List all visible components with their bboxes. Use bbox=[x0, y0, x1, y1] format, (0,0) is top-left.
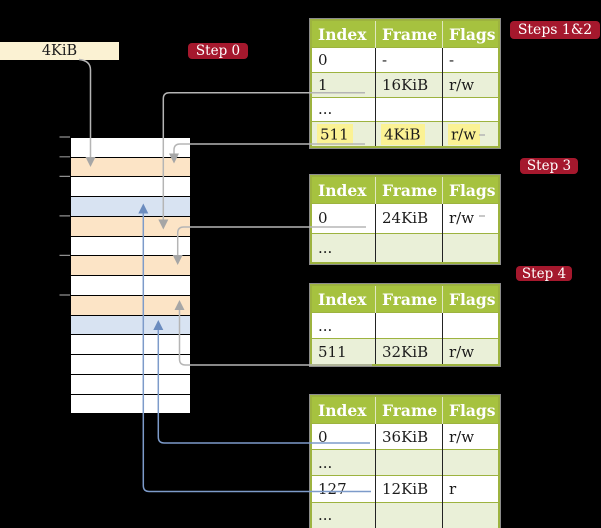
stack-cell-empty bbox=[71, 394, 190, 414]
cell-flags: r bbox=[442, 475, 499, 503]
cell-index: 0 bbox=[318, 209, 328, 228]
col-header-index: Index bbox=[311, 20, 376, 48]
stack-cell-empty bbox=[71, 236, 190, 257]
highlight: r/w bbox=[448, 123, 481, 145]
table-row: 0 - - bbox=[311, 47, 499, 73]
col-header-frame: Frame bbox=[375, 396, 443, 424]
stack-cell-table-frame bbox=[71, 157, 190, 178]
stack-cell-mapped-page bbox=[71, 197, 190, 217]
table-row: ... bbox=[311, 449, 499, 476]
cell-frame: 32KiB bbox=[375, 338, 443, 366]
cell-frame bbox=[375, 97, 443, 122]
cell-index: 511 bbox=[318, 342, 347, 361]
table-row: 511 32KiB r/w bbox=[311, 338, 499, 366]
col-header-index: Index bbox=[311, 285, 376, 313]
page-size-label: 4KiB bbox=[41, 43, 78, 59]
cell-index: ... bbox=[318, 100, 333, 119]
table-row: ... bbox=[311, 312, 499, 339]
table-row-highlighted: 511 4KiB r/w bbox=[311, 121, 499, 148]
col-header-index: Index bbox=[311, 396, 376, 424]
table-header-row: Index Frame Flags bbox=[311, 285, 499, 313]
table-row: ... bbox=[311, 97, 499, 122]
cell-frame: 4KiB bbox=[375, 121, 443, 148]
cell-frame bbox=[375, 449, 443, 476]
stack-cell-table-frame bbox=[71, 216, 190, 237]
table-row: 127 12KiB r bbox=[311, 475, 499, 503]
table-row: 0 24KiB r/w bbox=[311, 203, 499, 233]
table-header-row: Index Frame Flags bbox=[311, 396, 499, 424]
page-size-label-box: 4KiB bbox=[0, 42, 119, 60]
cell-frame: 24KiB bbox=[375, 203, 443, 233]
cell-flags bbox=[442, 97, 499, 122]
stack-cell-empty bbox=[71, 138, 190, 158]
cell-flags bbox=[442, 449, 499, 476]
col-header-frame: Frame bbox=[375, 20, 443, 48]
cell-frame: - bbox=[375, 47, 443, 73]
col-header-frame: Frame bbox=[375, 176, 443, 204]
badge-step-0: Step 0 bbox=[188, 43, 248, 59]
badge-step-4: Step 4 bbox=[516, 266, 572, 282]
cell-index: 127 bbox=[318, 479, 347, 498]
cell-flags: r/w bbox=[442, 423, 499, 450]
page-table-steps-1-2: Index Frame Flags 0 - - 1 16KiB r/w ... … bbox=[309, 17, 501, 150]
cell-index: ... bbox=[318, 316, 333, 335]
stack-scale-ticks bbox=[59, 136, 70, 296]
col-header-flags: Flags bbox=[442, 20, 499, 48]
badge-steps-1-2: Steps 1&2 bbox=[510, 21, 600, 39]
stack-cell-empty bbox=[71, 177, 190, 198]
cell-index: 0 bbox=[318, 427, 328, 446]
col-header-index: Index bbox=[311, 176, 376, 204]
stack-cell-empty bbox=[71, 355, 190, 375]
cell-frame: 36KiB bbox=[375, 423, 443, 450]
highlight: 4KiB bbox=[381, 123, 425, 145]
stack-cell-empty bbox=[71, 276, 190, 296]
table-header-row: Index Frame Flags bbox=[311, 20, 499, 48]
cell-flags: r/w bbox=[442, 338, 499, 366]
col-header-flags: Flags bbox=[442, 396, 499, 424]
cell-flags bbox=[442, 312, 499, 339]
cell-flags: r/w bbox=[442, 121, 499, 148]
stack-cell-mapped-page bbox=[71, 315, 190, 336]
stack-cell-empty bbox=[71, 335, 190, 356]
badge-step-3: Step 3 bbox=[520, 158, 578, 174]
cell-frame: 12KiB bbox=[375, 475, 443, 503]
table-row: 0 36KiB r/w bbox=[311, 423, 499, 450]
cell-flags: r/w bbox=[442, 203, 499, 233]
highlight: 511 bbox=[317, 123, 353, 145]
cell-frame bbox=[375, 312, 443, 339]
stack-cell-table-frame bbox=[71, 295, 190, 316]
memory-stack bbox=[70, 137, 191, 415]
cell-frame bbox=[375, 502, 443, 528]
table-row: ... bbox=[311, 502, 499, 528]
cell-index: ... bbox=[318, 238, 333, 257]
cell-frame: 16KiB bbox=[375, 72, 443, 98]
cell-index: 1 bbox=[318, 75, 328, 94]
table-row: 1 16KiB r/w bbox=[311, 72, 499, 98]
cell-index: 0 bbox=[318, 50, 328, 69]
table-header-row: Index Frame Flags bbox=[311, 176, 499, 204]
cell-frame bbox=[375, 233, 443, 263]
cell-flags: - bbox=[442, 47, 499, 73]
page-table-step-4-lower: Index Frame Flags 0 36KiB r/w ... 127 12… bbox=[309, 394, 501, 528]
page-table-step-4-upper: Index Frame Flags ... 511 32KiB r/w bbox=[309, 282, 501, 368]
col-header-flags: Flags bbox=[442, 285, 499, 313]
stack-cell-table-frame bbox=[71, 256, 190, 277]
stack-cell-empty bbox=[71, 374, 190, 395]
cell-flags: r/w bbox=[442, 72, 499, 98]
cell-flags bbox=[442, 502, 499, 528]
cell-index: ... bbox=[318, 453, 333, 472]
cell-index: ... bbox=[318, 506, 333, 525]
page-table-step-3: Index Frame Flags 0 24KiB r/w ... bbox=[309, 174, 501, 265]
cell-index: 511 bbox=[311, 122, 376, 147]
table-row: ... bbox=[311, 233, 499, 263]
col-header-flags: Flags bbox=[442, 176, 499, 204]
col-header-frame: Frame bbox=[375, 285, 443, 313]
cell-flags bbox=[442, 233, 499, 263]
